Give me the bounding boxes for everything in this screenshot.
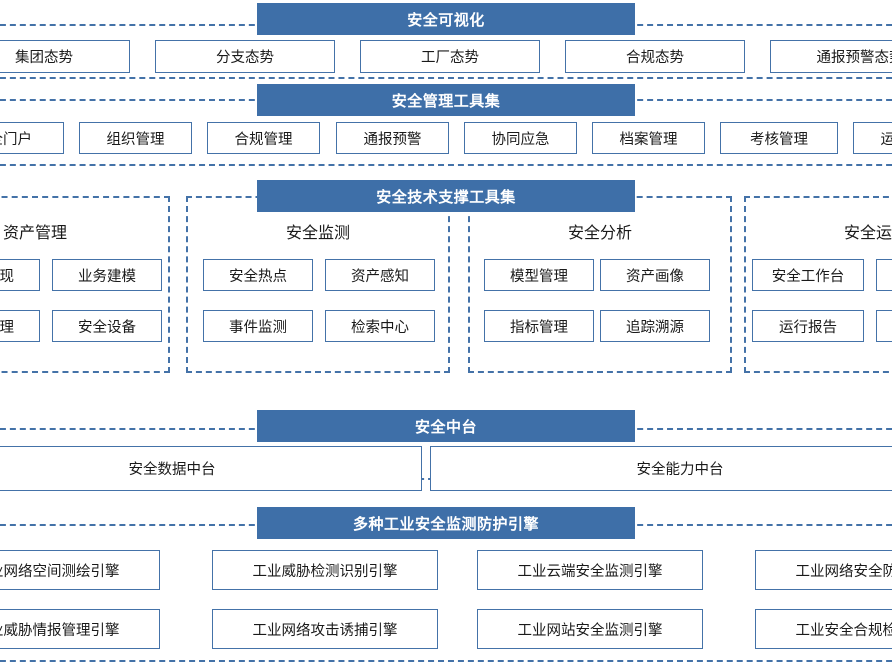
tech-item-business-modeling[interactable]: 业务建模 bbox=[52, 259, 162, 291]
mgmt-item-compliance[interactable]: 合规管理 bbox=[207, 122, 320, 154]
mgmt-item-portal-label: 安全门户 bbox=[0, 131, 32, 148]
tech-group-asset-management bbox=[0, 196, 170, 373]
layer-middle-platform-banner-label: 安全中台 bbox=[414, 417, 477, 436]
tech-item-asset-profile[interactable]: 资产画像 bbox=[600, 259, 710, 291]
mgmt-item-operations[interactable]: 运维管理 bbox=[853, 122, 892, 154]
layer-engines-banner-label: 多种工业安全监测防护引擎 bbox=[352, 514, 539, 533]
viz-item-compliance-situation-label: 合规态势 bbox=[626, 50, 684, 66]
tech-group-security-operations bbox=[744, 196, 892, 373]
layer-technical-support-banner: 安全技术支撑工具集 bbox=[257, 180, 635, 212]
platform-item-data-middle-platform-label: 安全数据中台 bbox=[128, 462, 216, 478]
engine-cyberspace-mapping[interactable]: 工业网络空间测绘引擎 bbox=[0, 550, 160, 590]
layer-middle-platform-banner: 安全中台 bbox=[257, 410, 635, 442]
mgmt-item-emergency-label: 协同应急 bbox=[491, 131, 550, 148]
mgmt-item-emergency[interactable]: 协同应急 bbox=[464, 122, 577, 154]
viz-item-branch-situation-label: 分支态势 bbox=[216, 50, 274, 66]
viz-item-compliance-situation[interactable]: 合规态势 bbox=[565, 40, 745, 73]
tech-item-operation-report[interactable]: 运行报告 bbox=[752, 310, 864, 342]
mgmt-item-assessment[interactable]: 考核管理 bbox=[720, 122, 838, 154]
tech-item-security-device[interactable]: 安全设备 bbox=[52, 310, 162, 342]
mgmt-item-organization[interactable]: 组织管理 bbox=[79, 122, 192, 154]
viz-item-branch-situation[interactable]: 分支态势 bbox=[155, 40, 335, 73]
tech-item-asset-discovery[interactable]: 资产发现 bbox=[0, 259, 40, 291]
layer-management-tools-banner: 安全管理工具集 bbox=[257, 84, 635, 116]
layer-engines-banner: 多种工业安全监测防护引擎 bbox=[257, 507, 635, 539]
engine-threat-intelligence[interactable]: 工业威胁情报管理引擎 bbox=[0, 609, 160, 649]
tech-group-security-monitoring-title: 安全监测 bbox=[285, 223, 350, 242]
mgmt-item-compliance-label: 合规管理 bbox=[234, 131, 293, 148]
tech-item-asset-perception[interactable]: 资产感知 bbox=[325, 259, 435, 291]
mgmt-item-archive[interactable]: 档案管理 bbox=[592, 122, 705, 154]
engine-website-monitoring[interactable]: 工业网站安全监测引擎 bbox=[477, 609, 703, 649]
layer-visualization-banner: 安全可视化 bbox=[257, 3, 635, 35]
engine-compliance-check[interactable]: 工业安全合规检测引擎 bbox=[755, 609, 892, 649]
mgmt-item-archive-label: 档案管理 bbox=[619, 131, 678, 148]
tech-item-model-management[interactable]: 模型管理 bbox=[484, 259, 594, 291]
tech-group-security-analysis-title: 安全分析 bbox=[567, 223, 632, 242]
engine-attack-deception[interactable]: 工业网络攻击诱捕引擎 bbox=[212, 609, 438, 649]
mgmt-item-organization-label: 组织管理 bbox=[106, 131, 165, 148]
tech-item-security-workbench[interactable]: 安全工作台 bbox=[752, 259, 864, 291]
engine-threat-detection[interactable]: 工业威胁检测识别引擎 bbox=[212, 550, 438, 590]
tech-item-metric-management[interactable]: 指标管理 bbox=[484, 310, 594, 342]
platform-item-capability-middle-platform-label: 安全能力中台 bbox=[636, 462, 724, 478]
tech-item-security-orchestration[interactable]: 安全编排 bbox=[876, 259, 892, 291]
viz-item-alert-situation-label: 通报预警态势 bbox=[816, 50, 892, 66]
viz-item-factory-situation[interactable]: 工厂态势 bbox=[360, 40, 540, 73]
mgmt-item-portal[interactable]: 安全门户 bbox=[0, 122, 64, 154]
tech-item-knowledge-base[interactable]: 知识库 bbox=[876, 310, 892, 342]
platform-item-capability-middle-platform[interactable]: 安全能力中台 bbox=[430, 446, 892, 491]
tech-item-search-center[interactable]: 检索中心 bbox=[325, 310, 435, 342]
tech-group-security-operations-title: 安全运营 bbox=[843, 223, 892, 242]
viz-item-group-situation-label: 集团态势 bbox=[15, 50, 73, 66]
layer-management-tools-banner-label: 安全管理工具集 bbox=[391, 91, 501, 110]
viz-item-factory-situation-label: 工厂态势 bbox=[421, 50, 479, 66]
tech-item-event-monitoring[interactable]: 事件监测 bbox=[203, 310, 313, 342]
platform-item-data-middle-platform[interactable]: 安全数据中台 bbox=[0, 446, 422, 491]
mgmt-item-alert-label: 通报预警 bbox=[363, 131, 422, 148]
viz-item-alert-situation[interactable]: 通报预警态势 bbox=[770, 40, 892, 73]
layer-technical-support-banner-label: 安全技术支撑工具集 bbox=[376, 187, 516, 206]
engine-cloud-monitoring[interactable]: 工业云端安全监测引擎 bbox=[477, 550, 703, 590]
mgmt-item-alert[interactable]: 通报预警 bbox=[336, 122, 449, 154]
tech-item-trace-source[interactable]: 追踪溯源 bbox=[600, 310, 710, 342]
layer-visualization-banner-label: 安全可视化 bbox=[407, 10, 485, 29]
mgmt-item-operations-label: 运维管理 bbox=[881, 128, 892, 149]
tech-item-vulnerability-management[interactable]: 漏洞管理 bbox=[0, 310, 40, 342]
viz-item-group-situation[interactable]: 集团态势 bbox=[0, 40, 130, 73]
engine-network-protection[interactable]: 工业网络安全防护引擎 bbox=[755, 550, 892, 590]
tech-group-asset-management-title: 资产管理 bbox=[2, 223, 67, 242]
tech-item-security-hotspot[interactable]: 安全热点 bbox=[203, 259, 313, 291]
mgmt-item-assessment-label: 考核管理 bbox=[750, 131, 808, 148]
